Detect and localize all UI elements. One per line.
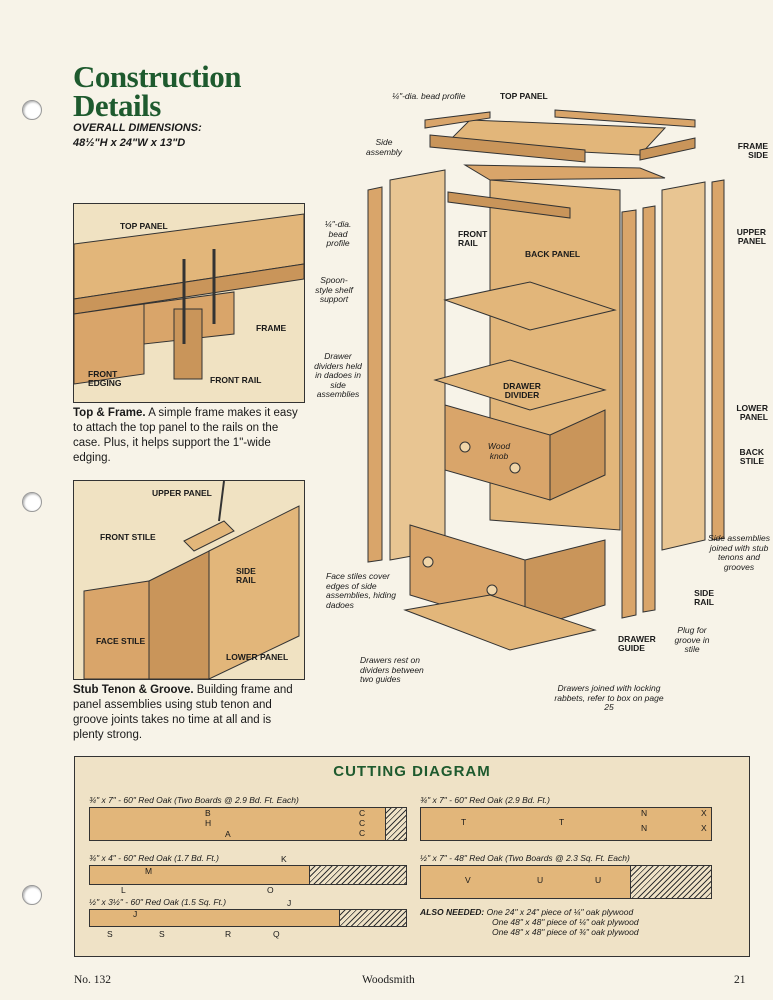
piece-v: V (465, 875, 471, 885)
also-needed-label: ALSO NEEDED: (420, 907, 485, 917)
piece-k: K (281, 854, 287, 864)
magazine-name: Woodsmith (362, 974, 415, 986)
exploded-view: ¼"-dia. bead profile TOP PANEL Side asse… (314, 90, 770, 730)
piece-m: M (145, 866, 153, 876)
binder-hole (22, 100, 42, 120)
label-front-edging: FRONT EDGING (88, 369, 122, 388)
label-top-panel: TOP PANEL (500, 91, 548, 101)
cutting-diagram-title: CUTTING DIAGRAM (333, 763, 491, 780)
label-wood-knob: Wood knob (487, 441, 511, 461)
top-frame-detail: TOP PANEL FRAME FRONT EDGING FRONT RAIL (73, 203, 305, 403)
piece-c: C (359, 808, 366, 818)
cabinet-exploded-illustration (367, 109, 725, 651)
piece-h: H (205, 818, 212, 828)
label-frame-side: FRAME SIDE (737, 141, 768, 160)
label-back-stile: BACK STILE (739, 447, 764, 466)
page-number: 21 (734, 974, 746, 986)
stub-tenon-detail: UPPER PANEL FRONT STILE SIDE RAIL FACE S… (73, 480, 305, 680)
caption-text: A simple frame makes it easy to attach t… (73, 407, 298, 464)
top-frame-illustration (74, 204, 304, 402)
piece-c: C (359, 828, 366, 838)
piece-s: S (159, 929, 165, 939)
label-face-stile: FACE STILE (96, 636, 146, 646)
piece-r: R (225, 929, 232, 939)
label-side-rail: SIDE RAIL (236, 566, 256, 585)
label-drawers-rest: Drawers rest on dividers between two gui… (360, 655, 424, 684)
label-dividers-note: Drawer dividers held in dadoes in side a… (314, 351, 362, 399)
also-item: One 48" x 48" piece of ¼" oak plywood (492, 917, 639, 927)
board-label: ¾" x 7" - 60" Red Oak (Two Boards @ 2.9 … (89, 795, 299, 805)
label-face-stiles: Face stiles cover edges of side assembli… (326, 571, 396, 610)
piece-t: T (559, 817, 565, 827)
piece-x: X (701, 823, 707, 833)
also-item: One 24" x 24" piece of ¼" oak plywood (486, 907, 634, 917)
board-label: ¾" x 7" - 60" Red Oak (2.9 Bd. Ft.) (420, 795, 550, 805)
piece-t: T (461, 817, 467, 827)
piece-q: Q (273, 929, 280, 939)
label-drawer-guide: DRAWER GUIDE (618, 634, 656, 653)
label-front-stile: FRONT STILE (100, 532, 156, 542)
waste-area (309, 865, 407, 885)
label-frame: FRAME (256, 323, 287, 333)
stub-tenon-illustration (74, 481, 304, 679)
stub-tenon-caption: Stub Tenon & Groove. Building frame and … (73, 683, 305, 743)
caption-text: Building frame and panel assemblies usin… (73, 684, 293, 741)
also-needed: ALSO NEEDED: One 24" x 24" piece of ¼" o… (420, 907, 639, 937)
piece-n: N (641, 808, 648, 818)
piece-c: C (359, 818, 366, 828)
label-bead-mid: ¼"-dia. bead profile (324, 219, 352, 248)
binder-hole (22, 492, 42, 512)
label-side-rail: SIDE RAIL (694, 588, 714, 607)
binder-hole (22, 885, 42, 905)
board (420, 807, 712, 841)
label-upper-panel: UPPER PANEL (152, 488, 212, 498)
label-front-rail: FRONT RAIL (210, 375, 262, 385)
cutting-diagram: CUTTING DIAGRAM ¾" x 7" - 60" Red Oak (T… (74, 756, 750, 957)
piece-u: U (595, 875, 602, 885)
board (89, 865, 311, 885)
board (89, 807, 387, 841)
label-upper-panel: UPPER PANEL (736, 227, 766, 246)
board (420, 865, 632, 899)
piece-n: N (641, 823, 648, 833)
board-label: ½" x 7" - 48" Red Oak (Two Boards @ 2.3 … (420, 853, 630, 863)
piece-x: X (701, 808, 707, 818)
label-front-rail: FRONT RAIL (458, 229, 488, 248)
label-top-panel: TOP PANEL (120, 221, 168, 231)
piece-j: J (133, 909, 138, 919)
waste-area (339, 909, 407, 927)
label-bead-top: ¼"-dia. bead profile (392, 91, 466, 101)
piece-b: B (205, 808, 211, 818)
issue-number: No. 132 (74, 974, 112, 986)
piece-j: J (287, 898, 292, 908)
label-lower-panel: LOWER PANEL (226, 652, 289, 662)
label-drawer-divider: DRAWER DIVIDER (503, 381, 541, 400)
board-label: ½" x 3½" - 60" Red Oak (1.5 Sq. Ft.) (89, 897, 227, 907)
page-title: Construction Details (73, 59, 241, 123)
caption-title: Stub Tenon & Groove. (73, 684, 194, 696)
waste-area (630, 865, 712, 899)
piece-u: U (537, 875, 544, 885)
caption-title: Top & Frame. (73, 407, 146, 419)
label-lower-panel: LOWER PANEL (736, 403, 768, 422)
label-side-assemblies: Side assemblies joined with stub tenons … (708, 533, 770, 572)
piece-s: S (107, 929, 113, 939)
board (89, 909, 341, 927)
top-frame-caption: Top & Frame. A simple frame makes it eas… (73, 406, 305, 466)
piece-o: O (267, 885, 274, 895)
label-side-assembly: Side assembly (366, 137, 402, 157)
label-spoon: Spoon-style shelf support (315, 275, 353, 304)
board-label: ¾" x 4" - 60" Red Oak (1.7 Bd. Ft.) (89, 853, 219, 863)
label-plug: Plug for groove in stile (674, 625, 710, 654)
label-back-panel: BACK PANEL (525, 249, 581, 259)
waste-area (385, 807, 407, 841)
label-drawers-joined: Drawers joined with locking rabbets, ref… (554, 683, 664, 712)
piece-a: A (225, 829, 231, 839)
overall-dimensions: OVERALL DIMENSIONS: 48½"H x 24"W x 13"D (73, 122, 202, 149)
piece-l: L (121, 885, 126, 895)
also-item: One 48" x 48" piece of ¾" oak plywood (492, 927, 639, 937)
